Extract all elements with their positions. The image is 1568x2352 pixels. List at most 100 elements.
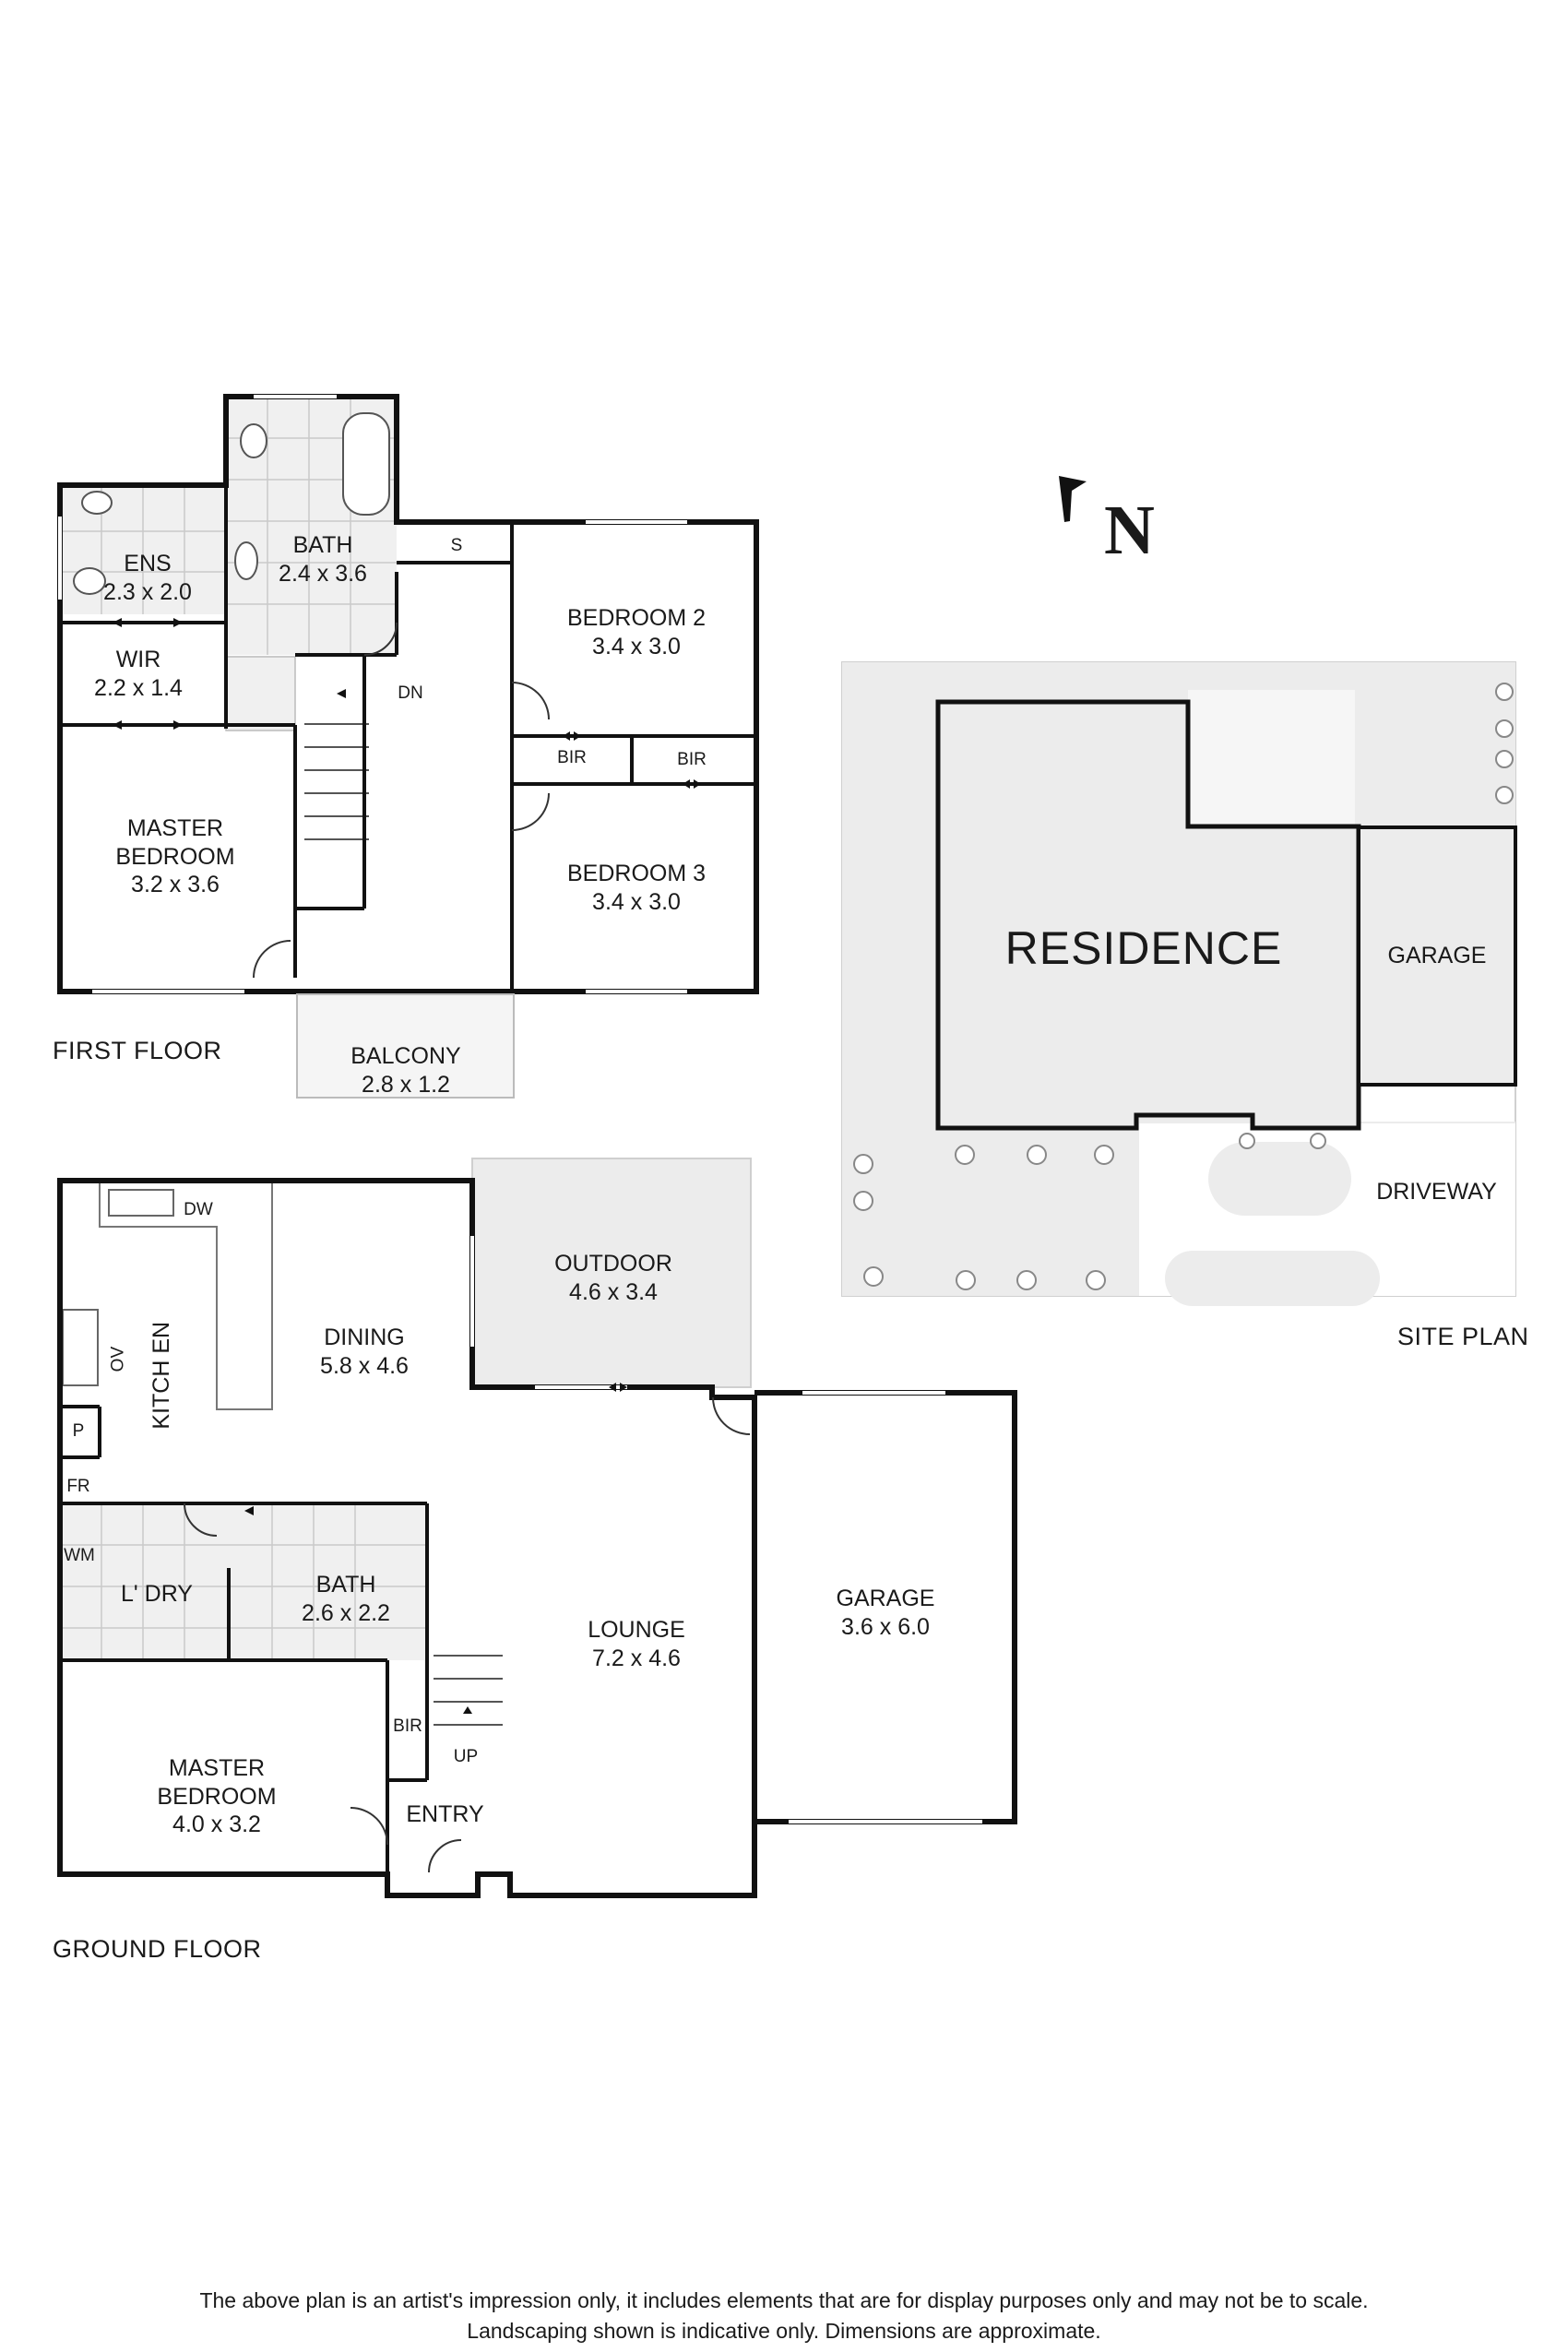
shrub — [1016, 1270, 1037, 1290]
shrub — [956, 1270, 976, 1290]
label-p: P — [72, 1421, 85, 1441]
label-ov: OV — [108, 1346, 128, 1372]
room-label-balcony: BALCONY 2.8 x 1.2 — [323, 1042, 489, 1099]
room-dims: 2.2 x 1.4 — [94, 674, 183, 701]
shrub — [853, 1191, 873, 1211]
north-label: N — [1104, 492, 1155, 569]
room-label-bedroom-2: BEDROOM 2 3.4 x 3.0 — [535, 604, 738, 660]
shrub — [863, 1266, 884, 1287]
room-label-dining: DINING 5.8 x 4.6 — [291, 1324, 438, 1380]
site-plan-caption: SITE PLAN — [1397, 1323, 1529, 1350]
room-dims: 3.4 x 3.0 — [592, 888, 681, 915]
shrub — [1495, 719, 1514, 738]
sink — [108, 1189, 174, 1217]
room-name: BEDROOM — [115, 843, 235, 870]
room-dims: 4.0 x 3.2 — [172, 1812, 261, 1837]
room-name: MASTER — [168, 1755, 266, 1781]
bathtub — [342, 412, 390, 516]
label-dn: DN — [398, 683, 423, 703]
room-label-outdoor: OUTDOOR 4.6 x 3.4 — [530, 1250, 696, 1306]
site-shrubs — [853, 683, 1514, 1290]
room-label-master-bedroom-ff: MASTER BEDROOM 3.2 x 3.6 — [92, 814, 258, 899]
room-label-bath: BATH 2.4 x 3.6 — [249, 531, 397, 588]
ff-outer-wall — [57, 394, 759, 994]
first-floor-plan — [57, 394, 759, 1099]
shrub — [955, 1145, 975, 1165]
label-bir-gf: BIR — [393, 1716, 422, 1736]
shrub — [1310, 1133, 1326, 1149]
room-name: BEDROOM 3 — [566, 861, 707, 886]
room-dims: 2.4 x 3.6 — [279, 560, 367, 587]
site-driveway-island-2 — [1165, 1251, 1380, 1306]
room-name: MASTER — [126, 815, 224, 841]
room-label-ens: ENS 2.3 x 2.0 — [74, 550, 221, 606]
outdoor-area — [471, 1158, 752, 1388]
basin — [81, 491, 113, 515]
toilet — [73, 567, 106, 595]
room-dims: 3.4 x 3.0 — [592, 633, 681, 659]
room-name: LOUNGE — [588, 1617, 685, 1643]
label-s: S — [450, 536, 463, 555]
room-name: ENS — [124, 551, 172, 576]
room-name: DINING — [324, 1324, 405, 1350]
room-name: BATH — [315, 1572, 376, 1598]
shrub — [1094, 1145, 1114, 1165]
shrub — [1495, 786, 1514, 804]
site-residence-label: RESIDENCE — [1004, 922, 1283, 974]
door-arrows — [113, 618, 701, 1714]
first-floor-caption: FIRST FLOOR — [53, 1037, 222, 1064]
shrub — [853, 1154, 873, 1174]
room-label-entry: ENTRY — [406, 1801, 484, 1827]
room-label-garage: GARAGE 3.6 x 6.0 — [812, 1585, 959, 1641]
room-dims: 7.2 x 4.6 — [592, 1645, 681, 1671]
site-front-yard — [895, 1122, 1139, 1253]
site-plan — [841, 661, 1517, 1306]
room-dims: 2.8 x 1.2 — [362, 1071, 450, 1098]
room-label-wir: WIR 2.2 x 1.4 — [65, 646, 212, 702]
room-name: BEDROOM 2 — [566, 605, 707, 631]
room-dims: 2.3 x 2.0 — [103, 578, 192, 605]
ground-floor-caption: GROUND FLOOR — [53, 1935, 262, 1963]
site-residence — [935, 699, 1361, 1131]
room-label-kitchen: KITCH EN — [148, 1321, 174, 1430]
label-wm: WM — [64, 1546, 95, 1565]
disclaimer-line-2: Landscaping shown is indicative only. Di… — [467, 2319, 1101, 2344]
cooktop — [62, 1309, 99, 1386]
room-name: BATH — [292, 532, 353, 558]
room-name: BEDROOM — [157, 1783, 277, 1810]
room-label-bedroom-3: BEDROOM 3 3.4 x 3.0 — [535, 860, 738, 916]
room-dims: 4.6 x 3.4 — [569, 1278, 658, 1305]
disclaimer-line-1: The above plan is an artist's impression… — [199, 2288, 1369, 2312]
room-label-laundry: L' DRY — [121, 1581, 193, 1607]
site-garage — [1357, 826, 1517, 1087]
room-dims: 5.8 x 4.6 — [320, 1352, 409, 1379]
room-label-gf-bath: BATH 2.6 x 2.2 — [281, 1571, 410, 1627]
site-courtyard — [1188, 690, 1355, 826]
shrub — [1495, 750, 1514, 768]
north-arrow-icon — [1059, 476, 1087, 522]
site-driveway-label: DRIVEWAY — [1376, 1179, 1497, 1205]
room-dims: 2.6 x 2.2 — [302, 1599, 390, 1626]
room-name: BALCONY — [350, 1043, 461, 1069]
room-label-master-bedroom-gf: MASTER BEDROOM 4.0 x 3.2 — [138, 1754, 295, 1839]
ground-floor-plan — [57, 1158, 1017, 1898]
laundry-tiles — [60, 1503, 229, 1660]
disclaimer: The above plan is an artist's impression… — [0, 2286, 1568, 2347]
label-up: UP — [453, 1747, 479, 1766]
room-name: GARAGE — [836, 1586, 935, 1611]
site-garage-label: GARAGE — [1387, 943, 1487, 968]
shrub — [1027, 1145, 1047, 1165]
shrub — [1086, 1270, 1106, 1290]
room-label-lounge: LOUNGE 7.2 x 4.6 — [563, 1616, 710, 1672]
shrub — [1495, 683, 1514, 701]
room-name: WIR — [115, 647, 161, 672]
room-name: OUTDOOR — [554, 1251, 672, 1277]
gf-bath-tiles — [229, 1503, 427, 1660]
label-dw: DW — [184, 1200, 213, 1219]
site-driveway-island — [1208, 1142, 1351, 1216]
basin — [234, 541, 258, 580]
room-dims: 3.6 x 6.0 — [841, 1613, 930, 1640]
label-bir: BIR — [677, 750, 707, 769]
toilet — [240, 423, 267, 458]
